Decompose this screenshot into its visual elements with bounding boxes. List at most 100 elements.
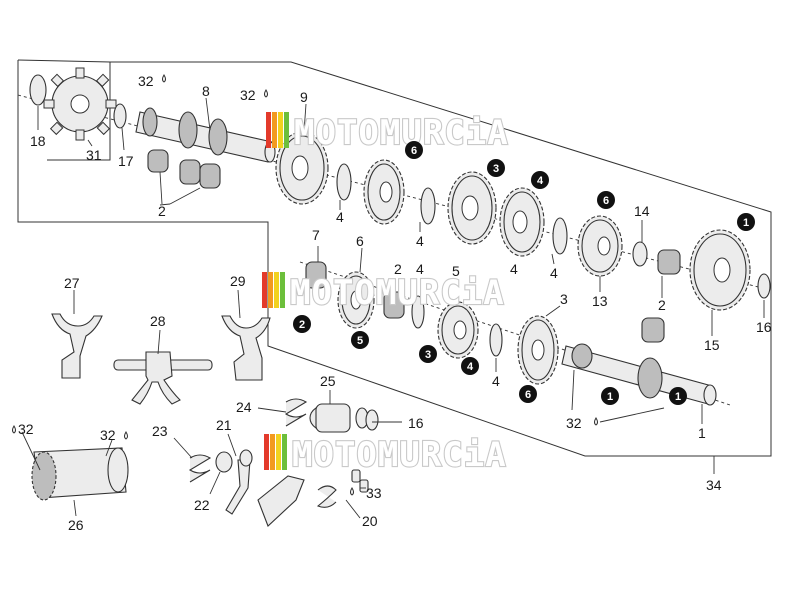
washer-4a[interactable] bbox=[336, 163, 352, 201]
droplet-icon bbox=[12, 425, 16, 434]
watermark-top: MOTOMURCiA bbox=[266, 112, 509, 154]
gear-4-main[interactable] bbox=[499, 187, 545, 257]
gear-3-main[interactable] bbox=[447, 171, 497, 245]
svg-text:2: 2 bbox=[299, 319, 305, 331]
label-16-a: 16 bbox=[756, 319, 772, 335]
label-31: 31 bbox=[86, 147, 102, 163]
label-4-f: 4 bbox=[492, 373, 500, 389]
gear-9[interactable] bbox=[275, 131, 329, 205]
svg-text:6: 6 bbox=[603, 195, 609, 207]
label-20: 20 bbox=[362, 513, 378, 529]
svg-text:MOTOMURCiA: MOTOMURCiA bbox=[290, 273, 505, 313]
washer-16-main[interactable] bbox=[757, 273, 771, 299]
shift-arm-assembly[interactable] bbox=[257, 398, 351, 527]
leader-lines bbox=[21, 97, 765, 519]
gear-6-lay[interactable] bbox=[337, 271, 375, 329]
label-34: 34 bbox=[706, 477, 722, 493]
label-8: 8 bbox=[202, 83, 210, 99]
label-1: 1 bbox=[698, 425, 706, 441]
gear-markers: 6 3 4 6 1 2 5 3 4 6 1 1 bbox=[293, 141, 755, 405]
shift-fork-27[interactable] bbox=[51, 313, 103, 379]
droplet-icon bbox=[594, 417, 598, 426]
marker-1-lay: 1 bbox=[601, 387, 619, 405]
label-32-e: 32 bbox=[100, 427, 116, 443]
label-32-a: 32 bbox=[138, 73, 154, 89]
label-17: 17 bbox=[118, 153, 134, 169]
svg-text:1: 1 bbox=[675, 391, 681, 403]
watermark-middle: MOTOMURCiA bbox=[262, 272, 505, 314]
lubricant-droplet-icons bbox=[12, 74, 598, 496]
main-shaft-group bbox=[17, 67, 771, 311]
label-13: 13 bbox=[592, 293, 608, 309]
gear-6-main[interactable] bbox=[363, 159, 405, 225]
marker-6-lay: 6 bbox=[519, 385, 537, 403]
shift-drum-26[interactable] bbox=[31, 447, 129, 501]
needle-bearings-2[interactable] bbox=[147, 149, 221, 189]
washer-4b[interactable] bbox=[420, 187, 436, 225]
label-2-c: 2 bbox=[394, 261, 402, 277]
label-21: 21 bbox=[216, 417, 232, 433]
gear-13[interactable] bbox=[577, 215, 623, 277]
label-26: 26 bbox=[68, 517, 84, 533]
watermark-bottom: MOTOMURCiA bbox=[264, 434, 507, 476]
gear-15[interactable] bbox=[689, 229, 751, 311]
needle-bearing-7[interactable] bbox=[305, 261, 327, 289]
label-4-a: 4 bbox=[336, 209, 344, 225]
fork-shaft-28[interactable] bbox=[113, 351, 213, 405]
bolts-33[interactable] bbox=[351, 469, 369, 493]
svg-text:5: 5 bbox=[357, 335, 363, 347]
svg-text:MOTOMURCiA: MOTOMURCiA bbox=[294, 113, 509, 153]
label-3: 3 bbox=[560, 291, 568, 307]
label-9: 9 bbox=[300, 89, 308, 105]
svg-text:4: 4 bbox=[467, 361, 474, 373]
marker-6-right: 6 bbox=[597, 191, 615, 209]
circlip-18[interactable] bbox=[29, 74, 47, 106]
washer-4c[interactable] bbox=[552, 217, 568, 255]
label-15: 15 bbox=[704, 337, 720, 353]
gear-5[interactable] bbox=[437, 301, 479, 359]
washer-17[interactable] bbox=[113, 103, 127, 129]
label-28: 28 bbox=[150, 313, 166, 329]
washer-4e[interactable] bbox=[489, 323, 503, 357]
svg-text:4: 4 bbox=[537, 175, 544, 187]
svg-text:3: 3 bbox=[425, 349, 431, 361]
svg-text:MOTOMURCiA: MOTOMURCiA bbox=[292, 435, 507, 475]
spring-23[interactable] bbox=[188, 454, 212, 483]
spring-20[interactable] bbox=[316, 485, 337, 508]
marker-1-right: 1 bbox=[737, 213, 755, 231]
shift-mechanism-group bbox=[31, 313, 379, 527]
label-25: 25 bbox=[320, 373, 336, 389]
shift-fork-29[interactable] bbox=[221, 315, 271, 381]
washer-14[interactable] bbox=[632, 241, 648, 267]
svg-text:1: 1 bbox=[743, 217, 749, 229]
label-32-b: 32 bbox=[240, 87, 256, 103]
label-5: 5 bbox=[452, 263, 460, 279]
needle-bearing-2-right[interactable] bbox=[657, 249, 681, 275]
washer-22[interactable] bbox=[215, 451, 233, 473]
marker-1-lay-b: 1 bbox=[669, 387, 687, 405]
droplet-icon bbox=[162, 74, 166, 83]
label-2-a: 2 bbox=[158, 203, 166, 219]
main-shaft-8[interactable] bbox=[135, 107, 276, 163]
label-14: 14 bbox=[634, 203, 650, 219]
layshaft-1[interactable] bbox=[561, 343, 717, 406]
label-4-e: 4 bbox=[510, 261, 518, 277]
svg-text:6: 6 bbox=[411, 145, 417, 157]
label-4-b: 4 bbox=[416, 233, 424, 249]
droplet-icon bbox=[124, 431, 128, 440]
sprocket-box bbox=[17, 59, 111, 161]
svg-text:1: 1 bbox=[607, 391, 613, 403]
gear-3-lay[interactable] bbox=[517, 315, 559, 385]
marker-5: 5 bbox=[351, 331, 369, 349]
label-7: 7 bbox=[312, 227, 320, 243]
droplet-icon bbox=[350, 487, 354, 496]
needle-bearing-2-lay[interactable] bbox=[383, 291, 405, 319]
washer-4d[interactable] bbox=[411, 295, 425, 329]
needle-bearing-2-lay-b[interactable] bbox=[641, 317, 665, 343]
marker-4-top: 4 bbox=[531, 171, 549, 189]
washer-21b[interactable] bbox=[239, 449, 253, 467]
label-22: 22 bbox=[194, 497, 210, 513]
label-32-c: 32 bbox=[566, 415, 582, 431]
sprocket-31[interactable] bbox=[43, 67, 117, 141]
